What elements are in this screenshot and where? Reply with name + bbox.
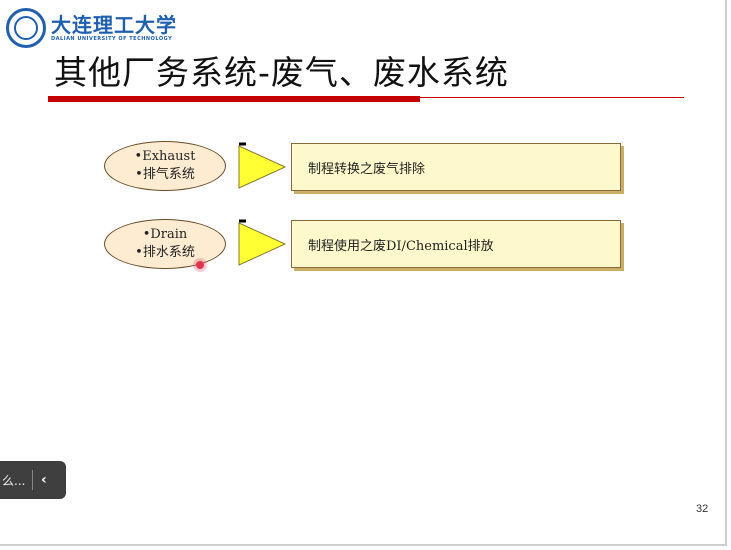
laser-pointer-icon — [196, 261, 204, 269]
oval-exhaust: •Exhaust •排气系统 — [104, 141, 226, 191]
chevron-left-icon[interactable]: ‹ — [41, 472, 47, 488]
page-number: 32 — [696, 503, 709, 515]
university-logo: 大连理工大学 DALIAN UNIVERSITY OF TECHNOLOGY — [6, 8, 177, 48]
oval-drain-line2: •排水系统 — [135, 245, 195, 260]
arrow-right-icon — [238, 142, 287, 189]
logo-name-cn: 大连理工大学 — [51, 12, 177, 37]
logo-name-en: DALIAN UNIVERSITY OF TECHNOLOGY — [51, 35, 173, 42]
nav-divider — [32, 470, 33, 490]
seal-icon — [6, 8, 46, 48]
oval-exhaust-line2: •排气系统 — [135, 167, 195, 182]
box-drain: 制程使用之废DI/Chemical排放 — [291, 220, 621, 268]
box-drain-text: 制程使用之废DI/Chemical排放 — [308, 238, 494, 254]
box-exhaust-text: 制程转换之废气排除 — [308, 161, 426, 177]
oval-drain: •Drain •排水系统 — [104, 219, 226, 269]
slide-title: 其他厂务系统-废气、废水系统 — [54, 53, 509, 92]
oval-exhaust-line1: •Exhaust — [134, 149, 196, 164]
slide-nav-control[interactable]: 么... ‹ — [0, 461, 66, 499]
arrow-right-icon — [238, 219, 287, 266]
oval-drain-line1: •Drain — [142, 227, 188, 242]
title-underline — [48, 96, 420, 102]
box-exhaust: 制程转换之废气排除 — [291, 143, 621, 191]
nav-label: 么... — [2, 473, 26, 488]
title-underline-thin — [420, 97, 684, 98]
